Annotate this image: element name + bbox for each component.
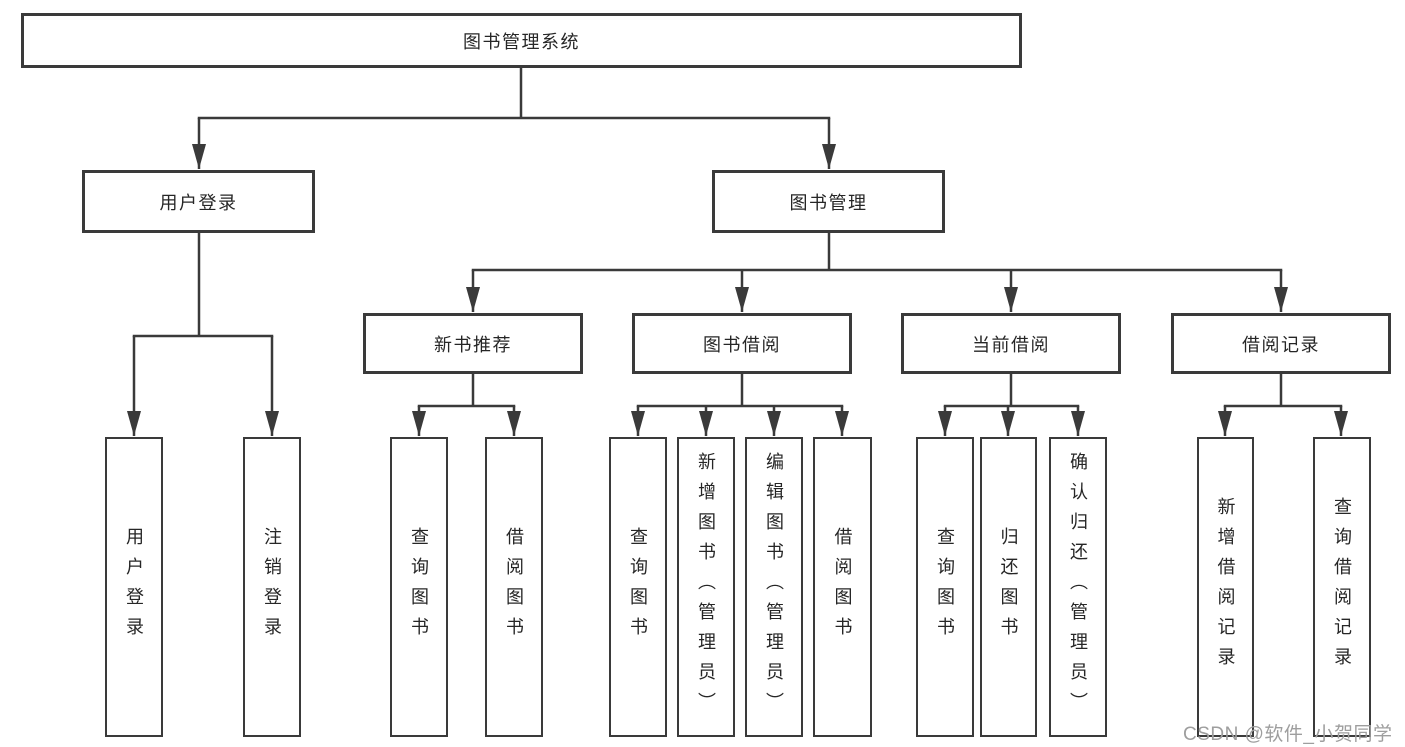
node-label: 查询图书 (628, 527, 648, 647)
node-label: 借阅图书 (832, 527, 853, 647)
node-label: 查询借阅记录 (1332, 497, 1352, 677)
node-label: 当前借阅 (972, 334, 1050, 355)
node-label: 借阅记录 (1242, 334, 1320, 355)
node-label: 借阅图书 (504, 527, 524, 647)
node-label: 图书借阅 (703, 334, 781, 355)
node-borrow-books-2: 借阅图书 (813, 437, 872, 737)
node-new-book-recommendation: 新书推荐 (363, 313, 583, 374)
node-book-borrowing: 图书借阅 (632, 313, 852, 374)
node-label: 图书管理 (789, 192, 868, 213)
node-label: 编辑图书（管理员） (764, 452, 784, 722)
node-query-books-2: 查询图书 (609, 437, 667, 737)
node-return-books: 归还图书 (980, 437, 1037, 737)
node-borrowing-records: 借阅记录 (1171, 313, 1391, 374)
node-add-books-admin: 新增图书（管理员） (677, 437, 735, 737)
node-confirm-return-admin: 确认归还（管理员） (1049, 437, 1107, 737)
csdn-watermark: CSDN @软件_小贺同学 (1183, 724, 1393, 745)
node-label: 查询图书 (409, 527, 429, 647)
node-library-management-system: 图书管理系统 (21, 13, 1022, 68)
node-label: 用户登录 (159, 192, 238, 213)
node-label: 新增借阅记录 (1215, 497, 1236, 677)
node-query-books-3: 查询图书 (916, 437, 974, 737)
node-label: 确认归还（管理员） (1068, 452, 1088, 722)
node-label: 新书推荐 (434, 334, 512, 355)
node-label: 新增图书（管理员） (696, 452, 716, 722)
node-label: 用户登录 (124, 527, 144, 647)
node-user-login: 用户登录 (82, 170, 315, 233)
node-label: 查询图书 (935, 527, 955, 647)
node-add-borrow-record: 新增借阅记录 (1197, 437, 1254, 737)
node-user-login-leaf: 用户登录 (105, 437, 163, 737)
node-logout-leaf: 注销登录 (243, 437, 301, 737)
node-borrow-books-1: 借阅图书 (485, 437, 543, 737)
node-label: 注销登录 (262, 527, 282, 647)
node-book-management: 图书管理 (712, 170, 945, 233)
node-label: 归还图书 (998, 527, 1019, 647)
node-query-books-1: 查询图书 (390, 437, 448, 737)
node-edit-books-admin: 编辑图书（管理员） (745, 437, 803, 737)
node-label: 图书管理系统 (463, 31, 580, 52)
node-query-borrow-record: 查询借阅记录 (1313, 437, 1371, 737)
node-current-borrowing: 当前借阅 (901, 313, 1121, 374)
